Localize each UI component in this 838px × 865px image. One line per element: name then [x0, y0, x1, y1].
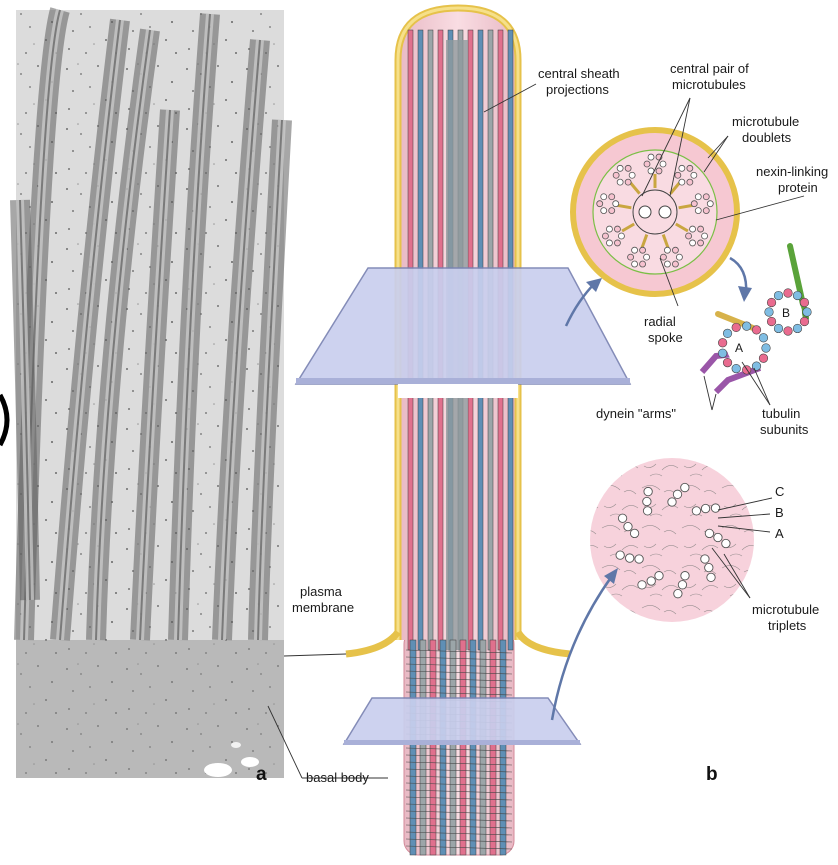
- panel-letter-a: a: [256, 764, 267, 785]
- panel-letter-b: b: [706, 764, 718, 785]
- label-projections: projections: [546, 82, 609, 97]
- label-triplet-A: A: [775, 526, 784, 541]
- basal-body-cross-section: [590, 458, 754, 622]
- axoneme-cross-section: [573, 130, 737, 294]
- cilium-schematic: [296, 8, 630, 855]
- micrograph-panel: [0, 10, 284, 778]
- label-doublets-2: doublets: [742, 130, 792, 145]
- label-triplet-C: C: [775, 484, 784, 499]
- label-central-pair-2: microtubules: [672, 77, 746, 92]
- label-nexin: nexin-linking: [756, 164, 828, 179]
- label-spoke: spoke: [648, 330, 683, 345]
- label-central-sheath: central sheath: [538, 66, 620, 81]
- label-triplet-B: B: [775, 505, 784, 520]
- label-nexin-2: protein: [778, 180, 818, 195]
- label-tubule-A: A: [735, 341, 743, 355]
- label-radial: radial: [644, 314, 676, 329]
- label-triplets: microtubule: [752, 602, 819, 617]
- label-membrane: membrane: [292, 600, 354, 615]
- label-tubule-B: B: [782, 306, 790, 320]
- label-triplets-2: triplets: [768, 618, 807, 633]
- label-plasma: plasma: [300, 584, 343, 599]
- label-dynein: dynein "arms": [596, 406, 676, 421]
- label-doublets: microtubule: [732, 114, 799, 129]
- label-central-pair: central pair of: [670, 61, 749, 76]
- labels: central sheath projections central pair …: [292, 61, 828, 785]
- label-tubulin: tubulin: [762, 406, 800, 421]
- label-basal-body: basal body: [306, 770, 369, 785]
- label-subunits: subunits: [760, 422, 809, 437]
